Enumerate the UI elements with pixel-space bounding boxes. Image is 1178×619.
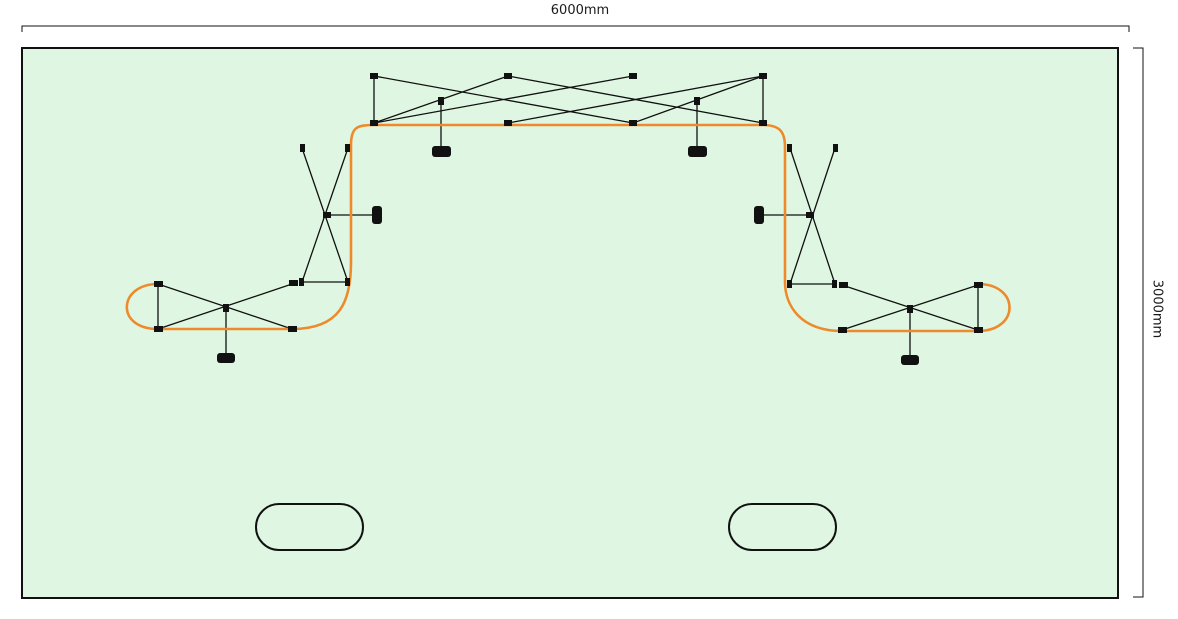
frame-hub-icon: [288, 326, 297, 332]
frame-hub-icon: [833, 144, 838, 152]
frame-hub-icon: [629, 120, 637, 126]
frame-hub-icon: [838, 327, 847, 333]
frame-hub-icon: [323, 212, 331, 218]
frame-hub-icon: [223, 304, 229, 312]
frame-hub-icon: [759, 120, 767, 126]
floor-area: [21, 47, 1119, 599]
foot-icon: [372, 206, 382, 224]
counter-icon: [255, 503, 364, 551]
width-dimension-line: [21, 25, 1130, 32]
frame-hubs: [154, 73, 983, 333]
frame-hub-icon: [832, 280, 837, 288]
foot-icon: [217, 353, 235, 363]
frame-hub-icon: [839, 282, 848, 288]
frame-hub-icon: [694, 97, 700, 105]
frame-hub-icon: [345, 278, 350, 286]
frame-hub-icon: [438, 97, 444, 105]
foot-icon: [688, 146, 707, 157]
frame-hub-icon: [370, 120, 378, 126]
frame-feet: [217, 146, 919, 365]
frame-hub-icon: [759, 73, 767, 79]
frame-hub-icon: [787, 144, 792, 152]
frame-hub-icon: [154, 281, 163, 287]
counter-icon: [728, 503, 837, 551]
frame-hub-icon: [370, 73, 378, 79]
width-dimension-label: 6000mm: [550, 3, 610, 18]
frame-hub-icon: [974, 327, 983, 333]
frame-hub-icon: [300, 144, 305, 152]
frame-hub-icon: [299, 278, 304, 286]
foot-icon: [754, 206, 764, 224]
frame-hub-icon: [974, 282, 983, 288]
frame-hub-icon: [907, 305, 913, 313]
foot-icon: [432, 146, 451, 157]
frame-hub-icon: [629, 73, 637, 79]
frame-hub-icon: [504, 120, 512, 126]
foot-icon: [901, 355, 919, 365]
frame-hub-icon: [289, 280, 298, 286]
frame-hub-icon: [787, 280, 792, 288]
frame-hub-icon: [345, 144, 350, 152]
frame-hub-icon: [806, 212, 814, 218]
frame-hub-icon: [504, 73, 512, 79]
height-dimension-line: [1133, 47, 1144, 598]
frame-hub-icon: [154, 326, 163, 332]
